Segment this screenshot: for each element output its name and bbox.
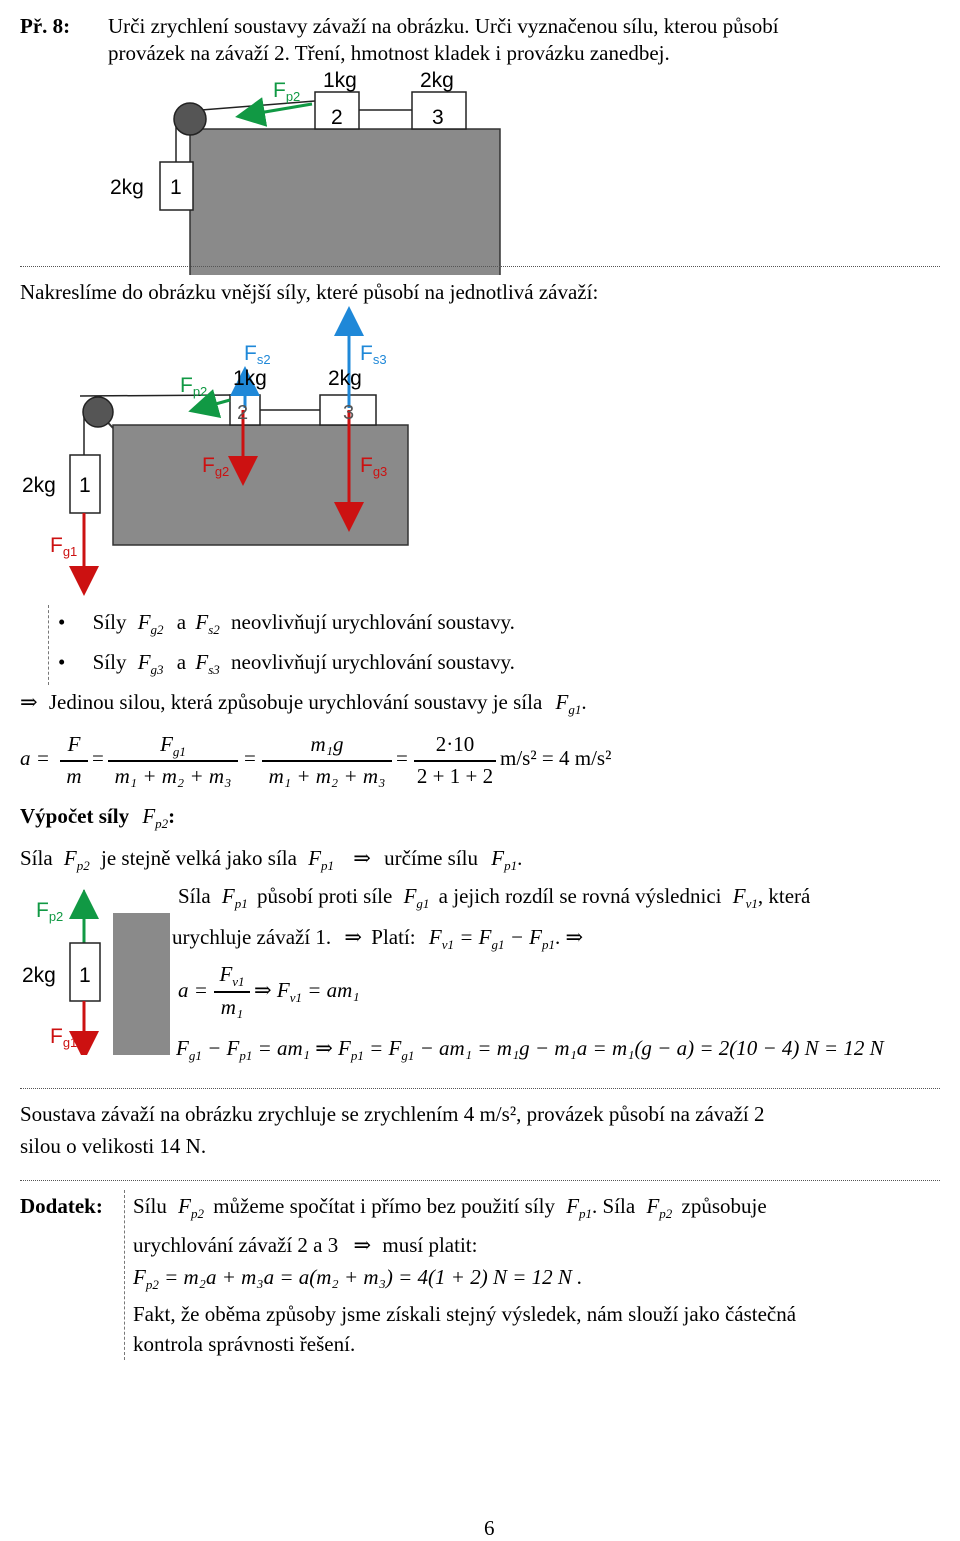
label-fg2: Fg2	[202, 454, 229, 479]
page-number: 6	[484, 1516, 495, 1540]
eq3-den: m₁	[220, 995, 244, 1019]
label-n1: 1	[170, 176, 182, 199]
label-n2-2: 2	[237, 402, 248, 424]
eq1-lhs: a =	[20, 746, 50, 770]
calc-line: Síla Fp2 je stejně velká jako síla Fp1 ⇒…	[20, 846, 523, 874]
addendum-line4: Fakt, že oběma způsoby jsme získali stej…	[133, 1302, 797, 1326]
eq1-frac4-bar	[414, 760, 496, 762]
label-fg3: Fg3	[360, 454, 387, 479]
addendum-margin-line	[124, 1190, 125, 1360]
eq1-frac3-num: m₁g	[310, 732, 344, 756]
label-fs3: Fs3	[360, 342, 387, 367]
label-w3: 2kg	[420, 69, 454, 92]
addendum-line5: kontrola správnosti řešení.	[133, 1332, 356, 1356]
problem-text-line2: provázek na závaží 2. Tření, hmotnost kl…	[108, 41, 670, 65]
bullet-margin-line	[48, 605, 49, 685]
label-fs2: Fs2	[244, 342, 271, 367]
side-line1: Síla Fp1 působí proti síle Fg1 a jejich …	[178, 884, 811, 912]
problem-label: Př. 8:	[20, 14, 71, 38]
summary-line1: Soustava závaží na obrázku zrychluje se …	[20, 1102, 765, 1126]
label-fg1-3: Fg1	[50, 1025, 77, 1050]
divider-3	[20, 1180, 940, 1181]
label-fp2-2: Fp2	[180, 374, 207, 399]
force-arrow-fp2	[235, 97, 313, 127]
divider-1	[20, 266, 940, 267]
eq3-lhs: a =	[178, 978, 208, 1002]
eq1-eq-b: =	[244, 746, 256, 770]
addendum-equation: Fp2 = m₂a + m₃a = a(m₂ + m₃) = 4(1 + 2) …	[133, 1265, 583, 1293]
label-n1-3: 1	[79, 964, 91, 987]
eq1-frac1-num: F	[67, 732, 81, 756]
eq1-frac2-num: Fg1	[160, 732, 186, 760]
label-w1-2: 2kg	[22, 474, 56, 497]
eq1-frac2-den: m₁ + m₂ + m₃	[114, 764, 232, 788]
conclusion-line: ⇒ Jedinou silou, která způsobuje urychlo…	[20, 690, 587, 718]
addendum-line2: urychlování závaží 2 a 3 ⇒ musí platit:	[133, 1233, 478, 1257]
eq1-eq-c: =	[396, 746, 408, 770]
eq1-frac2-bar	[108, 760, 238, 762]
label-w2: 1kg	[323, 69, 357, 92]
label-fp2-3: Fp2	[36, 899, 63, 924]
label-fg1: Fg1	[50, 534, 77, 559]
addendum-label: Dodatek:	[20, 1194, 103, 1218]
bullet-dot: •	[58, 610, 66, 634]
eq3-rest: ⇒ Fv1 = am₁	[254, 978, 360, 1006]
pulley-icon-2	[82, 396, 114, 428]
figure-forces: Fs2 Fs3 Fp2 Fg2 Fg3 Fg1 1kg 2kg 2 3 2kg …	[22, 306, 409, 596]
label-fp2: Fp2	[273, 79, 300, 104]
eq3-bar	[214, 991, 250, 993]
summary-line2: silou o velikosti 14 N.	[20, 1134, 207, 1158]
eq1-frac3-den: m₁ + m₂ + m₃	[268, 764, 386, 788]
figure-weight1-detail: Fp2 2kg 1 Fg1	[22, 889, 170, 1055]
weight-3	[411, 91, 467, 130]
label-n3: 3	[432, 106, 444, 129]
calc-heading: Výpočet síly Fp2:	[20, 804, 176, 832]
divider-2	[20, 1088, 940, 1089]
eq4: Fg1 − Fp1 = am₁ ⇒ Fp1 = Fg1 − am₁ = m₁g …	[176, 1036, 884, 1064]
intro-text: Nakreslíme do obrázku vnější síly, které…	[20, 280, 599, 304]
addendum-line1: Sílu Fp2 můžeme spočítat i přímo bez pou…	[133, 1194, 767, 1222]
weight-1	[159, 161, 194, 211]
bullet-dot: •	[58, 650, 66, 674]
bullet-2: • Síly Fg3 a Fs3 neovlivňují urychlování…	[58, 650, 515, 678]
eq1-result: m/s² = 4 m/s²	[500, 746, 612, 770]
eq1-frac4-den: 2 + 1 + 2	[416, 764, 494, 788]
table-block	[189, 128, 501, 275]
eq3-num: Fv1	[219, 962, 245, 990]
eq1-eq-a: =	[92, 746, 104, 770]
figure-pulley-system: Fp2 1kg 2kg 2 3 2kg 1	[110, 69, 501, 275]
string-top-2	[79, 394, 233, 397]
pulley-icon	[173, 102, 207, 136]
label-w3-2: 2kg	[328, 367, 362, 390]
table-block-2	[112, 424, 409, 546]
label-w1: 2kg	[110, 176, 144, 199]
side-line2: urychluje závaží 1. ⇒ Platí: Fv1 = Fg1 −…	[172, 925, 584, 953]
weight-1-3	[69, 942, 101, 1002]
eq1-frac4-num: 2·10	[435, 732, 475, 756]
label-n1-2: 1	[79, 474, 91, 497]
table-block-3	[113, 913, 170, 1055]
eq1-frac1-den: m	[66, 764, 82, 788]
label-w1-3: 2kg	[22, 964, 56, 987]
problem-text-line1: Urči zrychlení soustavy závaží na obrázk…	[108, 14, 779, 38]
bullet-1: • Síly Fg2 a Fs2 neovlivňují urychlování…	[58, 610, 515, 638]
eq1-frac3-bar	[262, 760, 392, 762]
label-w2-2: 1kg	[233, 367, 267, 390]
label-n2: 2	[331, 106, 343, 129]
eq1-frac1-bar	[60, 760, 88, 762]
label-n3-2: 3	[343, 402, 354, 424]
force-arrow-fp2-2	[188, 389, 231, 419]
